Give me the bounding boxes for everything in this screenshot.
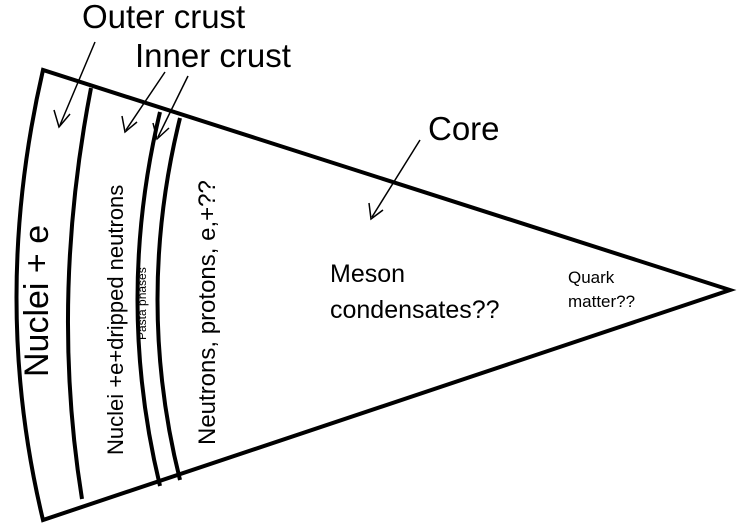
core-label: Core bbox=[428, 110, 500, 147]
pasta-boundary bbox=[155, 117, 182, 481]
nuclei-dripped-neutrons-label: Nuclei +e+dripped neutrons bbox=[103, 185, 128, 455]
outer-crust-arrow bbox=[53, 41, 96, 129]
quark-matter-line2: matter?? bbox=[568, 292, 635, 311]
nuclei-e-label: Nuclei + e bbox=[18, 225, 56, 377]
meson-condensates-line1: Meson bbox=[330, 260, 405, 288]
star-wedge-outline bbox=[14, 67, 737, 523]
core-arrow bbox=[368, 139, 421, 221]
inner-crust-arrow-2 bbox=[152, 75, 189, 141]
pasta-phases-label: Pasta phases bbox=[135, 267, 149, 340]
neutrons-protons-label: Neutrons, protons, e,+?? bbox=[194, 180, 221, 445]
meson-condensates-line2: condensates?? bbox=[330, 296, 500, 324]
inner-crust-arrow-1 bbox=[121, 71, 166, 134]
outer-crust-boundary bbox=[65, 87, 93, 500]
inner-crust-boundary bbox=[135, 111, 162, 487]
quark-matter-line1: Quark bbox=[568, 268, 615, 287]
inner-crust-label: Inner crust bbox=[135, 37, 291, 74]
outer-crust-label: Outer crust bbox=[82, 0, 245, 35]
